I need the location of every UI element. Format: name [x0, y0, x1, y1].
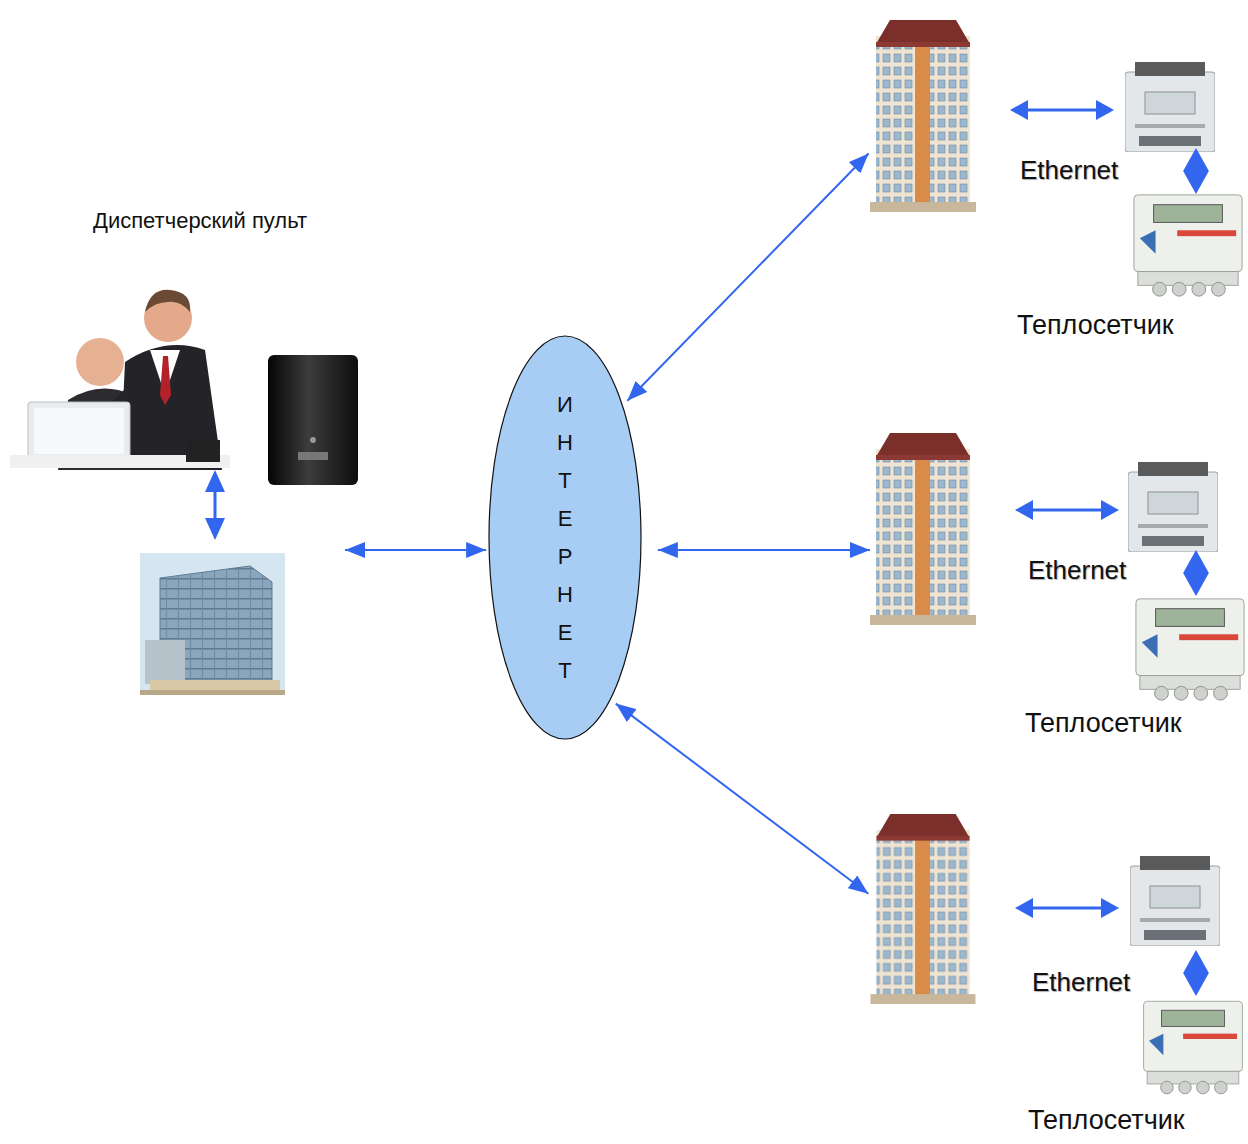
link-arrow: [616, 704, 869, 894]
label-holder: Ethernet: [1020, 156, 1118, 186]
node-label: Теплосетчик: [1028, 1105, 1185, 1136]
dispatcher-console: Диспетчерский пульт: [5, 200, 345, 700]
site-equipment: [870, 20, 1244, 1094]
label-holder: Ethernet: [1032, 968, 1130, 998]
node-label: Теплосетчик: [1025, 708, 1182, 739]
link-label: Ethernet: [1028, 556, 1126, 586]
link-label: Ethernet: [1020, 156, 1118, 186]
link-label: Ethernet: [1032, 968, 1130, 998]
dispatcher-link-arrow: [205, 470, 225, 540]
link-arrow: [658, 549, 870, 551]
vertical-label: ИНТЕРНЕТ: [554, 386, 576, 690]
node-label: Диспетчерский пульт: [93, 208, 307, 233]
node-label: Теплосетчик: [1017, 310, 1174, 341]
server-tower: [268, 355, 358, 485]
link-arrow: [345, 549, 486, 551]
link-arrow: [627, 153, 868, 400]
label-holder: Ethernet: [1028, 556, 1126, 586]
dispatcher-illustration: [10, 290, 230, 470]
office-building: [140, 553, 285, 695]
internet-ellipse: ИНТЕРНЕТ: [488, 335, 642, 740]
